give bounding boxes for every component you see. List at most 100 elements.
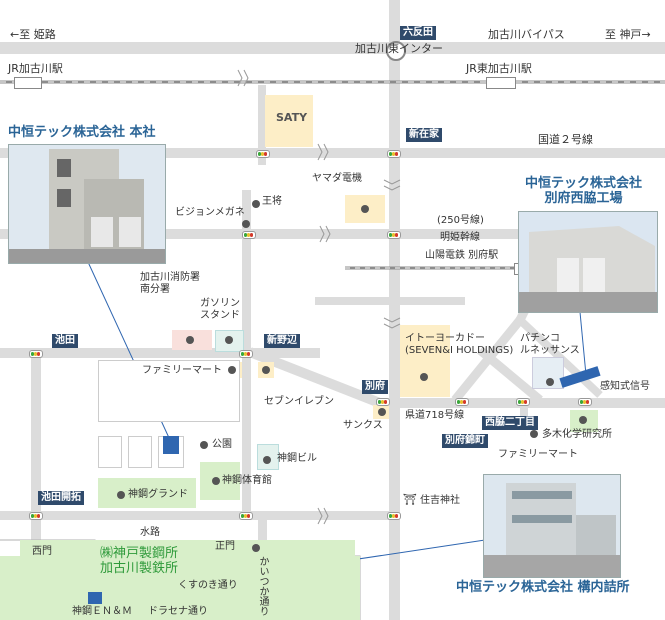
- dot-gas: [225, 336, 233, 344]
- dot-shinko-gym: [212, 477, 220, 485]
- onsite-office-marker[interactable]: [88, 592, 102, 604]
- label-to-kobe: 至 神戸→: [605, 28, 651, 41]
- label-shinko-bldg: 神鋼ビル: [277, 453, 317, 464]
- tag-ikeda-kaitaku: 池田開拓: [38, 491, 84, 505]
- signal-befu: [376, 398, 390, 406]
- dot-seimon: [252, 544, 260, 552]
- label-to-himeji: ←至 姫路: [10, 28, 56, 41]
- jr-higashi-kakogawa-station-box: [486, 77, 516, 89]
- label-nishimon: 西門: [32, 546, 52, 557]
- dot-yamada: [361, 205, 369, 213]
- road-park-ns: [242, 360, 251, 520]
- tag-shinzaike: 新在家: [406, 128, 442, 142]
- signal-shinnobe: [239, 350, 253, 358]
- label-jr-higashi-kakogawa: JR東加古川駅: [466, 62, 532, 75]
- shinko-gym-area: [200, 462, 240, 500]
- signal-water-channel: [239, 512, 253, 520]
- road-nishiwaki-ns: [520, 400, 528, 430]
- label-onsite-office: 中恒テック株式会社 構内詰所: [456, 580, 630, 595]
- label-fire: 加古川消防署 南分署: [140, 272, 200, 295]
- label-shinko-ground: 神鋼グランド: [128, 489, 188, 500]
- label-taki: 多木化学研究所: [542, 429, 612, 440]
- tag-shinnobe: 新野辺: [264, 334, 300, 348]
- label-vision: ビジョンメガネ: [175, 207, 245, 218]
- label-yamada: ヤマダ電機: [312, 173, 362, 184]
- label-bypass: 加古川バイパス: [488, 28, 565, 41]
- signal-south: [387, 512, 401, 520]
- dot-familymart-1: [228, 366, 236, 374]
- label-route-2: 国道２号線: [538, 133, 593, 146]
- dot-osho: [252, 200, 260, 208]
- label-sankusu: サンクス: [343, 420, 383, 431]
- label-head-office: 中恒テック株式会社 本社: [8, 125, 156, 140]
- dot-vision: [242, 220, 250, 228]
- signal-ikeda: [29, 350, 43, 358]
- saty-building: [265, 95, 313, 147]
- signal-shinzaike: [387, 150, 401, 158]
- label-route-250: (250号線): [437, 215, 484, 226]
- dot-seven: [262, 366, 270, 374]
- signal-meihi-east: [387, 231, 401, 239]
- label-sumiyoshi: 住吉神社: [420, 495, 460, 506]
- dot-park: [200, 441, 208, 449]
- label-seimon: 正門: [215, 541, 235, 552]
- road-ikeda-ns: [31, 350, 41, 550]
- label-shinko-enm: 神鋼ＥＮ＆Ｍ: [72, 606, 132, 617]
- photo-head-office: [8, 144, 166, 264]
- label-kaitsuka: かいつか通り: [257, 556, 268, 616]
- kobe-steel-area-2: [0, 556, 360, 620]
- road-shinnobe-ns: [242, 190, 251, 360]
- signal-meihi: [242, 231, 256, 239]
- label-familymart-2: ファミリーマート: [498, 449, 578, 460]
- tag-nishiwaki-2chome: 西脇二丁目: [482, 416, 538, 430]
- label-pref-718: 県道718号線: [405, 410, 465, 421]
- dot-ito: [420, 373, 428, 381]
- label-familymart-1: ファミリーマート: [142, 365, 222, 376]
- road-bypass: [0, 42, 665, 54]
- label-saty: SATY: [276, 111, 308, 124]
- label-meihi: 明姫幹線: [440, 232, 480, 243]
- tag-befu-nishikicho: 別府錦町: [442, 434, 488, 448]
- label-east-ic: 加古川東インター: [355, 42, 443, 55]
- block-b: [98, 436, 122, 468]
- tag-befu: 別府: [362, 380, 388, 394]
- label-park: 公園: [212, 439, 232, 450]
- head-office-marker[interactable]: [163, 436, 179, 454]
- signal-kanchi: [578, 398, 592, 406]
- signal-nishiwaki: [516, 398, 530, 406]
- label-kusunoki: くすのき通り: [178, 580, 238, 591]
- dot-taki: [530, 430, 538, 438]
- label-sanyo-befu: 山陽電鉄 別府駅: [425, 250, 499, 261]
- signal-ikeda-kaitaku: [29, 512, 43, 520]
- tag-ikeda: 池田: [52, 334, 78, 348]
- signal-route2-west: [256, 150, 270, 158]
- road-meihi-kansen: [0, 229, 520, 239]
- road-national-route-2: [0, 148, 665, 158]
- label-shinko-gym: 神鋼体育館: [222, 475, 272, 486]
- label-jr-kakogawa: JR加古川駅: [8, 62, 63, 75]
- road-saty-ns: [258, 85, 266, 165]
- dot-shinko-ground: [117, 491, 125, 499]
- label-seven: セブンイレブン: [264, 396, 334, 407]
- label-kanchi: 感知式信号: [600, 381, 650, 392]
- dot-pachinko: [546, 378, 554, 386]
- label-pachinko: パチンコ ルネッサンス: [520, 333, 580, 356]
- label-draseana: ドラセナ通り: [148, 606, 208, 617]
- label-kobe-steel: ㈱神戸製鋼所 加古川製鉄所: [100, 546, 179, 576]
- road-ikeda-kaitaku: [0, 511, 400, 520]
- jr-kakogawa-station-box: [14, 77, 42, 89]
- ito-yokado-building: [400, 325, 450, 397]
- dot-fire: [186, 336, 194, 344]
- dot-familymart-2: [579, 416, 587, 424]
- signal-befu-nishikicho: [455, 398, 469, 406]
- block-c: [128, 436, 152, 468]
- label-water-channel: 水路: [140, 527, 160, 538]
- label-ito: イトーヨーカドー (SEVEN&I HOLDINGS): [405, 333, 514, 356]
- road-ikeda-ew: [0, 348, 320, 358]
- photo-befu-factory: [518, 211, 658, 313]
- tag-rokutanda: 六反田: [400, 26, 436, 40]
- label-osho: 王将: [262, 196, 282, 207]
- dot-shinko-bldg: [263, 456, 271, 464]
- road-rokutanda-ns: [389, 0, 400, 620]
- label-befu-factory: 中恒テック株式会社 別府西脇工場: [525, 176, 643, 206]
